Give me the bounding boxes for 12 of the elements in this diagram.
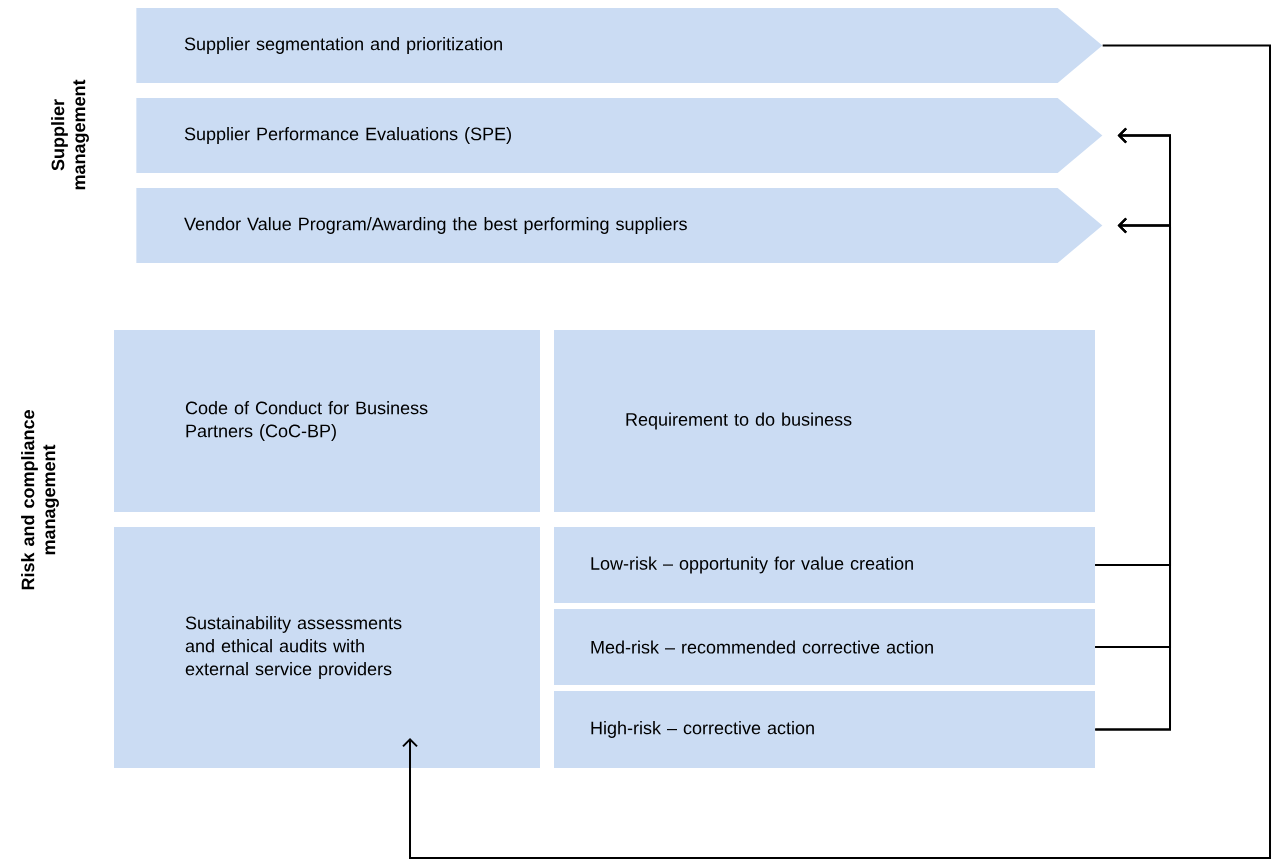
process-box: Code of Conduct for Business Partners (CoC-BP) [114,330,540,512]
risk-level-box: Med-risk – recommended corrective action [554,609,1095,685]
connector-arrow [402,44,1271,859]
chevron-box: Supplier Performance Evaluations (SPE) [136,98,1103,173]
section-label: Supplier management [51,79,89,190]
chevron-box: Vendor Value Program/Awarding the best performing suppliers [136,188,1103,263]
risk-level-box: High-risk – corrective action [554,691,1095,768]
section-label: Risk and compliance management [21,410,59,590]
risk-level-box: Low-risk – opportunity for value creation [554,527,1095,603]
process-box: Requirement to do business [554,330,1095,512]
process-box: Sustainability assessments and ethical audits with external service providers [114,527,540,768]
chevron-box: Supplier segmentation and prioritization [136,8,1103,83]
